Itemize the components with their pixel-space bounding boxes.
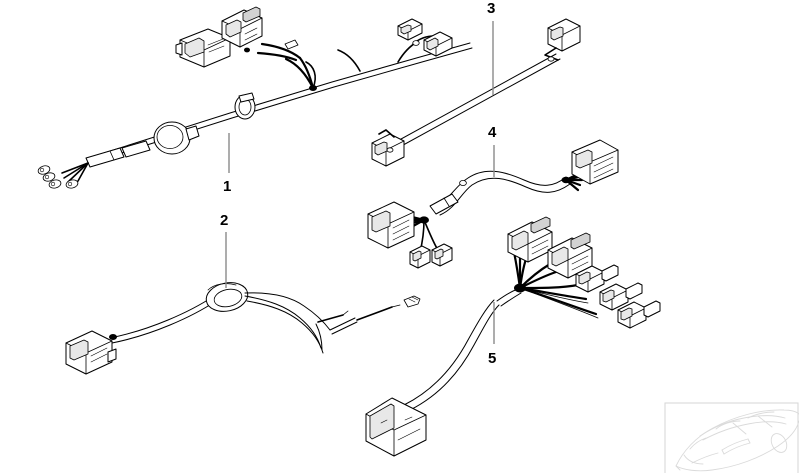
control-module [365, 397, 427, 457]
callout-number-5: 5 [488, 350, 497, 367]
grommet [205, 282, 249, 312]
connector-housing [397, 18, 423, 41]
connector-housing [547, 232, 593, 279]
callout-number-1: 1 [223, 178, 232, 195]
harness-3 [371, 18, 581, 167]
callout-number-2: 2 [220, 212, 229, 229]
car-outline-inset [664, 402, 799, 473]
connector-housing [571, 139, 619, 185]
connector-housing [65, 330, 117, 375]
car-silhouette-icon [675, 409, 799, 472]
callout-number-3: 3 [487, 0, 496, 17]
ring-terminal [65, 179, 79, 189]
callout-leaders [225, 21, 495, 344]
connector-housing [507, 216, 553, 263]
ring-terminal [37, 165, 51, 175]
connector-housing [575, 264, 619, 293]
connector-housing [544, 18, 581, 61]
connector-housing [599, 282, 643, 311]
harness-5 [365, 216, 661, 457]
connector-housing [409, 245, 431, 269]
connector-housing [367, 201, 415, 249]
harness-1 [37, 6, 473, 189]
connector-housing [617, 300, 661, 329]
connector-housing [431, 243, 453, 267]
harness-2 [65, 282, 421, 375]
ring-terminal [42, 172, 56, 182]
terminal-tip [403, 295, 421, 308]
harness-4 [367, 139, 619, 269]
callout-number-4: 4 [488, 124, 497, 141]
ring-terminal [48, 179, 62, 189]
connector-housing [423, 31, 453, 57]
connector-housing [175, 28, 231, 68]
connector-housing [221, 6, 263, 48]
